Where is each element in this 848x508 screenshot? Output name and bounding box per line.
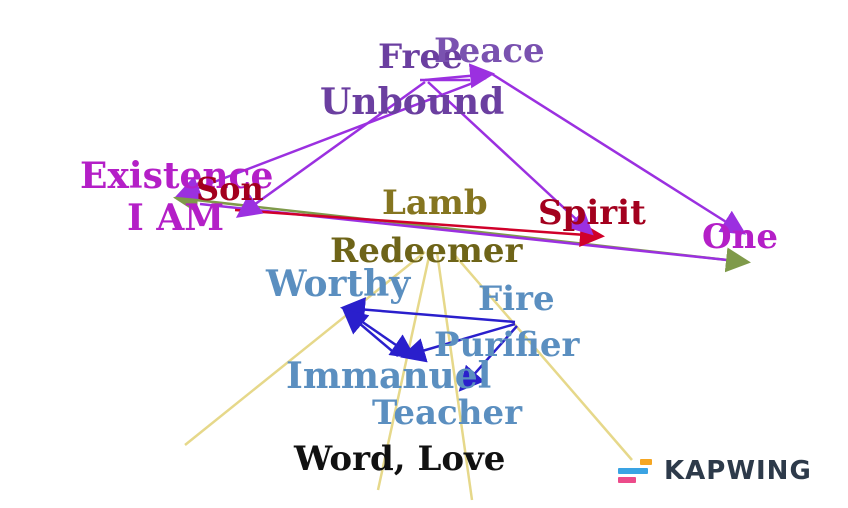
yellow-rays xyxy=(184,251,633,501)
word-fire: Fire xyxy=(478,279,555,319)
word-labels: Free Peace Unbound Existence Son I AM La… xyxy=(80,31,778,479)
arrow-fire-to-teacher xyxy=(458,325,518,392)
kapwing-wordmark: KAPWING xyxy=(664,456,812,486)
arrow-fire-to-worthy xyxy=(340,297,516,324)
word-peace: Peace xyxy=(434,31,545,71)
word-lamb: Lamb xyxy=(382,183,488,223)
ray-right xyxy=(451,251,633,461)
kapwing-watermark: KAPWING xyxy=(618,455,812,487)
arrow-peace-to-one xyxy=(491,72,747,235)
word-unbound: Unbound xyxy=(320,81,504,123)
ray-mid xyxy=(435,251,474,501)
purple-network xyxy=(175,63,747,236)
word-purifier: Purifier xyxy=(434,325,580,365)
arrow-peace-to-existence xyxy=(175,76,487,200)
word-one: One xyxy=(702,217,778,257)
word-free: Free xyxy=(378,37,463,77)
ray-left xyxy=(184,251,426,446)
arrow-worthy-to-immanuel xyxy=(344,308,417,359)
word-worthy: Worthy xyxy=(265,263,411,305)
ray-mid-left xyxy=(376,251,432,491)
arrow-free-to-iam xyxy=(235,80,426,218)
arrow-free-to-spirit xyxy=(427,81,594,236)
word-existence: Existence xyxy=(80,155,273,197)
kapwing-logo-icon xyxy=(618,457,658,485)
word-redeemer: Redeemer xyxy=(330,231,524,271)
word-teacher: Teacher xyxy=(372,393,523,433)
arrow-fire-to-immanuel xyxy=(400,322,516,363)
word-wordlove: Word, Love xyxy=(293,439,505,479)
word-son: Son xyxy=(196,170,264,208)
word-immanuel: Immanuel xyxy=(286,355,491,397)
arrow-son-to-spirit xyxy=(234,208,605,248)
blue-network xyxy=(340,297,518,392)
arrow-immanuel-to-worthy xyxy=(342,308,399,357)
word-spirit: Spirit xyxy=(538,193,646,233)
word-iam: I AM xyxy=(127,197,224,239)
